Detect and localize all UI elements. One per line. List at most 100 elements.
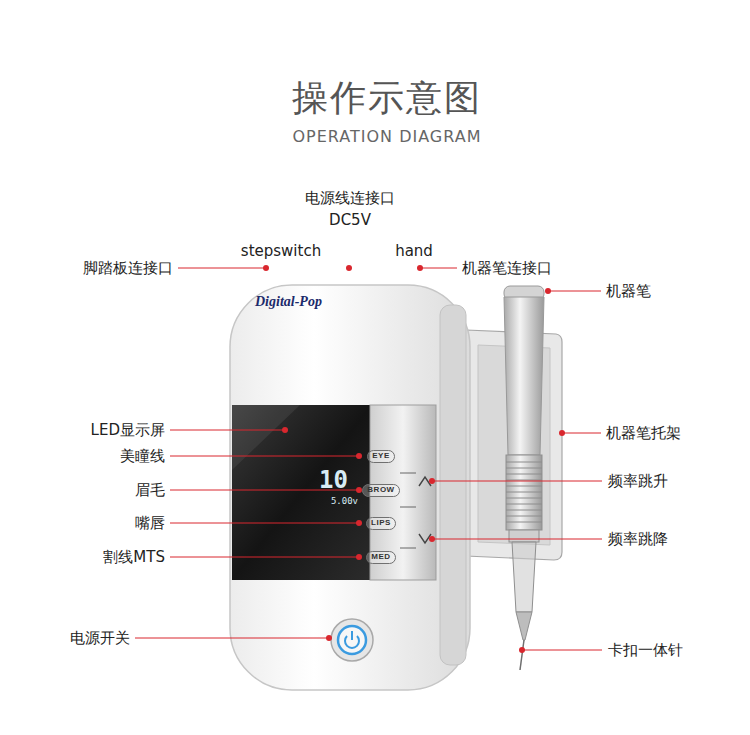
leader-dot [417, 265, 423, 271]
label-anchor: 机器笔托架 [606, 424, 681, 442]
leader-line [562, 433, 601, 434]
glass-reflection [232, 405, 300, 470]
panel-divider [400, 548, 416, 549]
leader-lines [135, 265, 602, 653]
mode-button: BROW [362, 484, 400, 497]
housing [230, 285, 470, 690]
callout-label: 眉毛 [135, 481, 165, 499]
label-anchor: 电源开关 [70, 629, 130, 647]
button-label: EYE [372, 451, 390, 460]
brand-name: Digital-Pop [255, 294, 322, 310]
leader-line [178, 268, 266, 269]
button-label: MED [371, 552, 390, 561]
label-anchor: stepswitch [241, 242, 321, 260]
button-label: LIPS [371, 518, 391, 527]
callout-label: 电源线连接口 [305, 189, 395, 207]
side-strip [440, 305, 466, 665]
label-anchor: 割线MTS [103, 548, 165, 566]
heading-anchor: OPERATION DIAGRAM [0, 127, 750, 146]
callout-label: 频率跳升 [608, 472, 668, 490]
device-housing: Digital-Pop105.00vEYEBROWLIPSMED [230, 285, 470, 690]
callout-label: 频率跳降 [608, 530, 668, 548]
glass-panel [232, 405, 372, 580]
callout-label: DC5V [329, 211, 371, 229]
mode-button: LIPS [366, 517, 396, 530]
callout-label: 机器笔 [606, 282, 651, 300]
label-anchor: 电源线连接口 [305, 189, 395, 207]
callout-label: stepswitch [241, 242, 321, 260]
grip-ribs [506, 510, 542, 511]
callout-label: LED显示屏 [91, 421, 165, 439]
mode-button: MED [366, 551, 396, 564]
leader-line [420, 268, 457, 269]
label-anchor: DC5V [329, 211, 371, 229]
leader-line [432, 481, 602, 482]
leader-dot [559, 430, 565, 436]
leader-line [170, 523, 359, 524]
pen-body [504, 297, 544, 455]
callout-label: 美瞳线 [120, 447, 165, 465]
button-label: BROW [367, 485, 394, 494]
power-icon [351, 631, 353, 640]
cartridge-tip [516, 612, 532, 640]
grip-ribs [506, 486, 542, 487]
label-anchor: 美瞳线 [120, 447, 165, 465]
callout-label: 卡扣一体针 [608, 641, 683, 659]
label-anchor: 嘴唇 [135, 514, 165, 532]
leader-dot [346, 265, 352, 271]
label-anchor: 机器笔连接口 [462, 259, 552, 277]
grip-ribs [506, 468, 542, 469]
leader-dot [356, 453, 362, 459]
grip-ribs [506, 462, 542, 522]
leader-dot [519, 647, 525, 653]
leader-dot [429, 478, 435, 484]
grip-ribs [506, 480, 542, 481]
screen-number: 10 [319, 467, 348, 495]
leader-line [432, 539, 602, 540]
leader-line [170, 557, 359, 558]
panel-divider [400, 507, 416, 508]
diagram-title: 操作示意图 [292, 76, 482, 119]
label-anchor: 频率跳降 [608, 530, 668, 548]
leader-line [548, 291, 601, 292]
label-anchor: LED显示屏 [91, 421, 165, 439]
needle-cartridge [512, 542, 536, 612]
needle [520, 640, 524, 670]
grip-ribs [506, 492, 542, 493]
led-screen: 105.00v [232, 405, 370, 580]
grip-ribs [506, 504, 542, 505]
diagram-caption: OPERATION DIAGRAM [293, 127, 482, 146]
leader-line [170, 430, 285, 431]
grip-ribs [506, 516, 542, 517]
label-anchor: 频率跳升 [608, 472, 668, 490]
leader-line [522, 650, 602, 651]
pen-collar [509, 530, 539, 542]
leader-dot [356, 554, 362, 560]
leader-dot [326, 635, 332, 641]
callout-label: 机器笔托架 [606, 424, 681, 442]
leader-line [170, 456, 359, 457]
leader-dot [429, 536, 435, 542]
grip-ribs [506, 474, 542, 475]
machine-pen [504, 286, 544, 670]
power-ring [338, 626, 366, 654]
device-body [230, 285, 470, 690]
label-anchor: 眉毛 [135, 481, 165, 499]
callout-label: 机器笔连接口 [462, 259, 552, 277]
grip-ribs [506, 462, 542, 463]
grip-ribs [506, 522, 542, 523]
label-anchor: 卡扣一体针 [608, 641, 683, 659]
callout-label: 脚踏板连接口 [83, 259, 173, 277]
heading-anchor: 操作示意图 [0, 76, 750, 119]
leader-dot [263, 265, 269, 271]
callout-label: 电源开关 [70, 629, 130, 647]
screen-voltage: 5.00v [331, 496, 358, 506]
grip-ribs [506, 498, 542, 499]
leader-line [135, 638, 329, 639]
mode-button: EYE [367, 450, 395, 463]
callout-label: hand [395, 242, 433, 260]
callout-label: 割线MTS [103, 548, 165, 566]
leader-dot [356, 520, 362, 526]
pen-grip [506, 455, 542, 530]
